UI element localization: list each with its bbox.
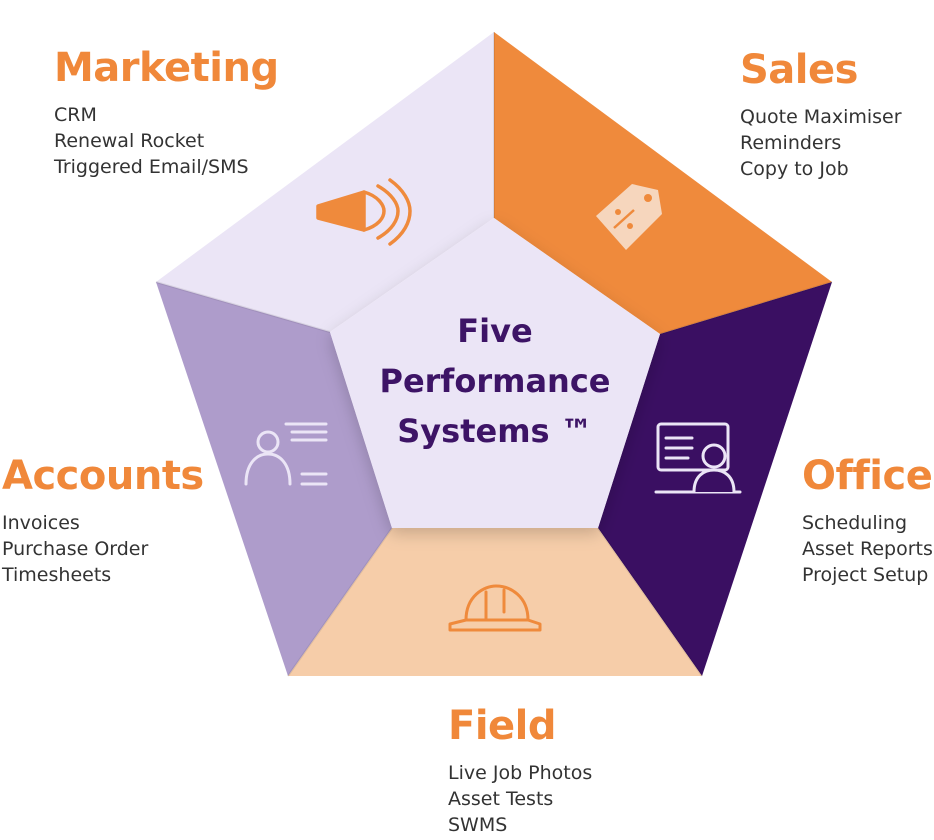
accounts-list: Invoices Purchase Order Timesheets <box>2 510 204 588</box>
accounts-segment <box>156 282 392 676</box>
sales-segment <box>494 32 832 334</box>
list-item: CRM <box>54 104 97 126</box>
list-item: Asset Reports <box>802 538 933 560</box>
marketing-segment <box>156 32 494 332</box>
list-item: Invoices <box>2 512 80 534</box>
office-title: Office <box>802 453 933 499</box>
marketing-block: Marketing CRM Renewal Rocket Triggered E… <box>54 46 279 180</box>
segment-seams <box>155 32 833 677</box>
list-item: Asset Tests <box>448 788 554 810</box>
list-item: Triggered Email/SMS <box>54 156 249 178</box>
list-item: Quote Maximiser <box>740 106 902 128</box>
presentation-board-icon <box>654 422 742 494</box>
center-title: Five Performance Systems ™ <box>350 306 640 456</box>
list-item: Timesheets <box>2 564 112 586</box>
list-item: Copy to Job <box>740 158 849 180</box>
marketing-list: CRM Renewal Rocket Triggered Email/SMS <box>54 102 279 180</box>
accounts-title: Accounts <box>2 453 204 499</box>
sales-block: Sales Quote Maximiser Reminders Copy to … <box>740 48 902 182</box>
list-item: Live Job Photos <box>448 762 593 784</box>
price-tag-icon <box>596 184 662 250</box>
hard-hat-icon <box>448 584 542 632</box>
field-list: Live Job Photos Asset Tests SWMS <box>448 760 592 838</box>
center-title-line-2: Performance <box>379 362 611 400</box>
list-item: Reminders <box>740 132 842 154</box>
accounts-block: Accounts Invoices Purchase Order Timeshe… <box>2 454 204 588</box>
list-item: Renewal Rocket <box>54 130 205 152</box>
sales-list: Quote Maximiser Reminders Copy to Job <box>740 104 902 182</box>
marketing-title: Marketing <box>54 45 279 91</box>
sales-title: Sales <box>740 47 858 93</box>
office-list: Scheduling Asset Reports Project Setup <box>802 510 933 588</box>
list-item: Purchase Order <box>2 538 149 560</box>
field-segment <box>288 528 702 676</box>
person-with-list-icon <box>244 422 328 486</box>
list-item: Project Setup <box>802 564 929 586</box>
list-item: Scheduling <box>802 512 908 534</box>
list-item: SWMS <box>448 814 508 836</box>
center-pentagon <box>330 218 660 528</box>
center-title-line-1: Five <box>457 312 533 350</box>
field-title: Field <box>448 703 557 749</box>
office-block: Office Scheduling Asset Reports Project … <box>802 454 933 588</box>
field-block: Field Live Job Photos Asset Tests SWMS <box>448 704 592 838</box>
center-title-line-3: Systems ™ <box>397 412 593 450</box>
megaphone-icon <box>316 178 412 246</box>
